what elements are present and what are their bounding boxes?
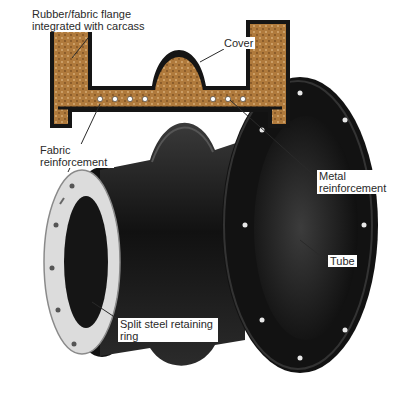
carcass-section	[54, 24, 286, 124]
tube-bore	[254, 116, 358, 340]
bolt-holes	[50, 184, 77, 347]
flange-edge	[224, 81, 372, 369]
flange-bolt-holes	[243, 91, 367, 361]
part-label: Rubber/fabric flange integrated with car…	[30, 8, 166, 32]
part-label: Tube	[328, 255, 357, 267]
ring-split	[60, 198, 64, 204]
cover-section	[50, 20, 290, 128]
part-label: Fabric reinforcement	[38, 144, 114, 168]
part-label: Cover	[222, 37, 255, 49]
part-label: Metal reinforcement	[317, 170, 397, 194]
retaining-ring	[44, 170, 120, 354]
tube-layer	[58, 107, 282, 110]
front-flange	[222, 77, 378, 373]
arch-highlight	[152, 128, 213, 162]
metal-reinforcement	[97, 96, 245, 101]
leader-lines	[68, 38, 327, 322]
part-label: Split steel retaining ring	[118, 318, 218, 342]
